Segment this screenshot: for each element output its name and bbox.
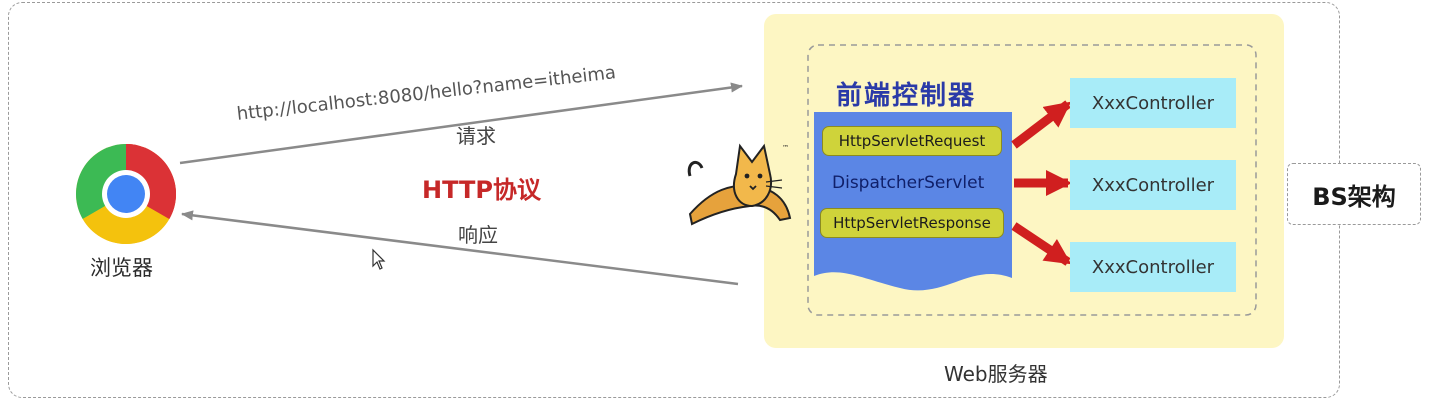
- dispatcher-servlet: DispatcherServlet: [832, 173, 985, 193]
- tomcat-icon: ™: [687, 143, 792, 226]
- request-arrow: [179, 82, 743, 165]
- inner-dashed-frame: [807, 44, 1257, 316]
- controller-box: XxxController: [1070, 242, 1236, 292]
- browser-label: 浏览器: [90, 256, 153, 280]
- svg-text:™: ™: [782, 144, 789, 152]
- response-label: 响应: [458, 223, 498, 247]
- chrome-browser-icon: [76, 144, 176, 244]
- dispatch-arrow-1: [1011, 100, 1072, 149]
- protocol-label: HTTP协议: [422, 176, 541, 204]
- response-arrow: [181, 210, 739, 286]
- http-servlet-response: HttpServletResponse: [820, 208, 1004, 238]
- controller-box: XxxController: [1070, 78, 1236, 128]
- front-controller-panel: [814, 112, 1012, 291]
- web-server-label: Web服务器: [944, 362, 1048, 386]
- dispatch-arrow-3: [1011, 222, 1072, 266]
- front-controller-title: 前端控制器: [836, 81, 977, 111]
- request-label: 请求: [456, 124, 496, 148]
- mouse-cursor-icon: [372, 248, 386, 270]
- controller-box: XxxController: [1070, 160, 1236, 210]
- bs-architecture-label: BS架构: [1287, 163, 1421, 225]
- http-servlet-request: HttpServletRequest: [822, 126, 1002, 156]
